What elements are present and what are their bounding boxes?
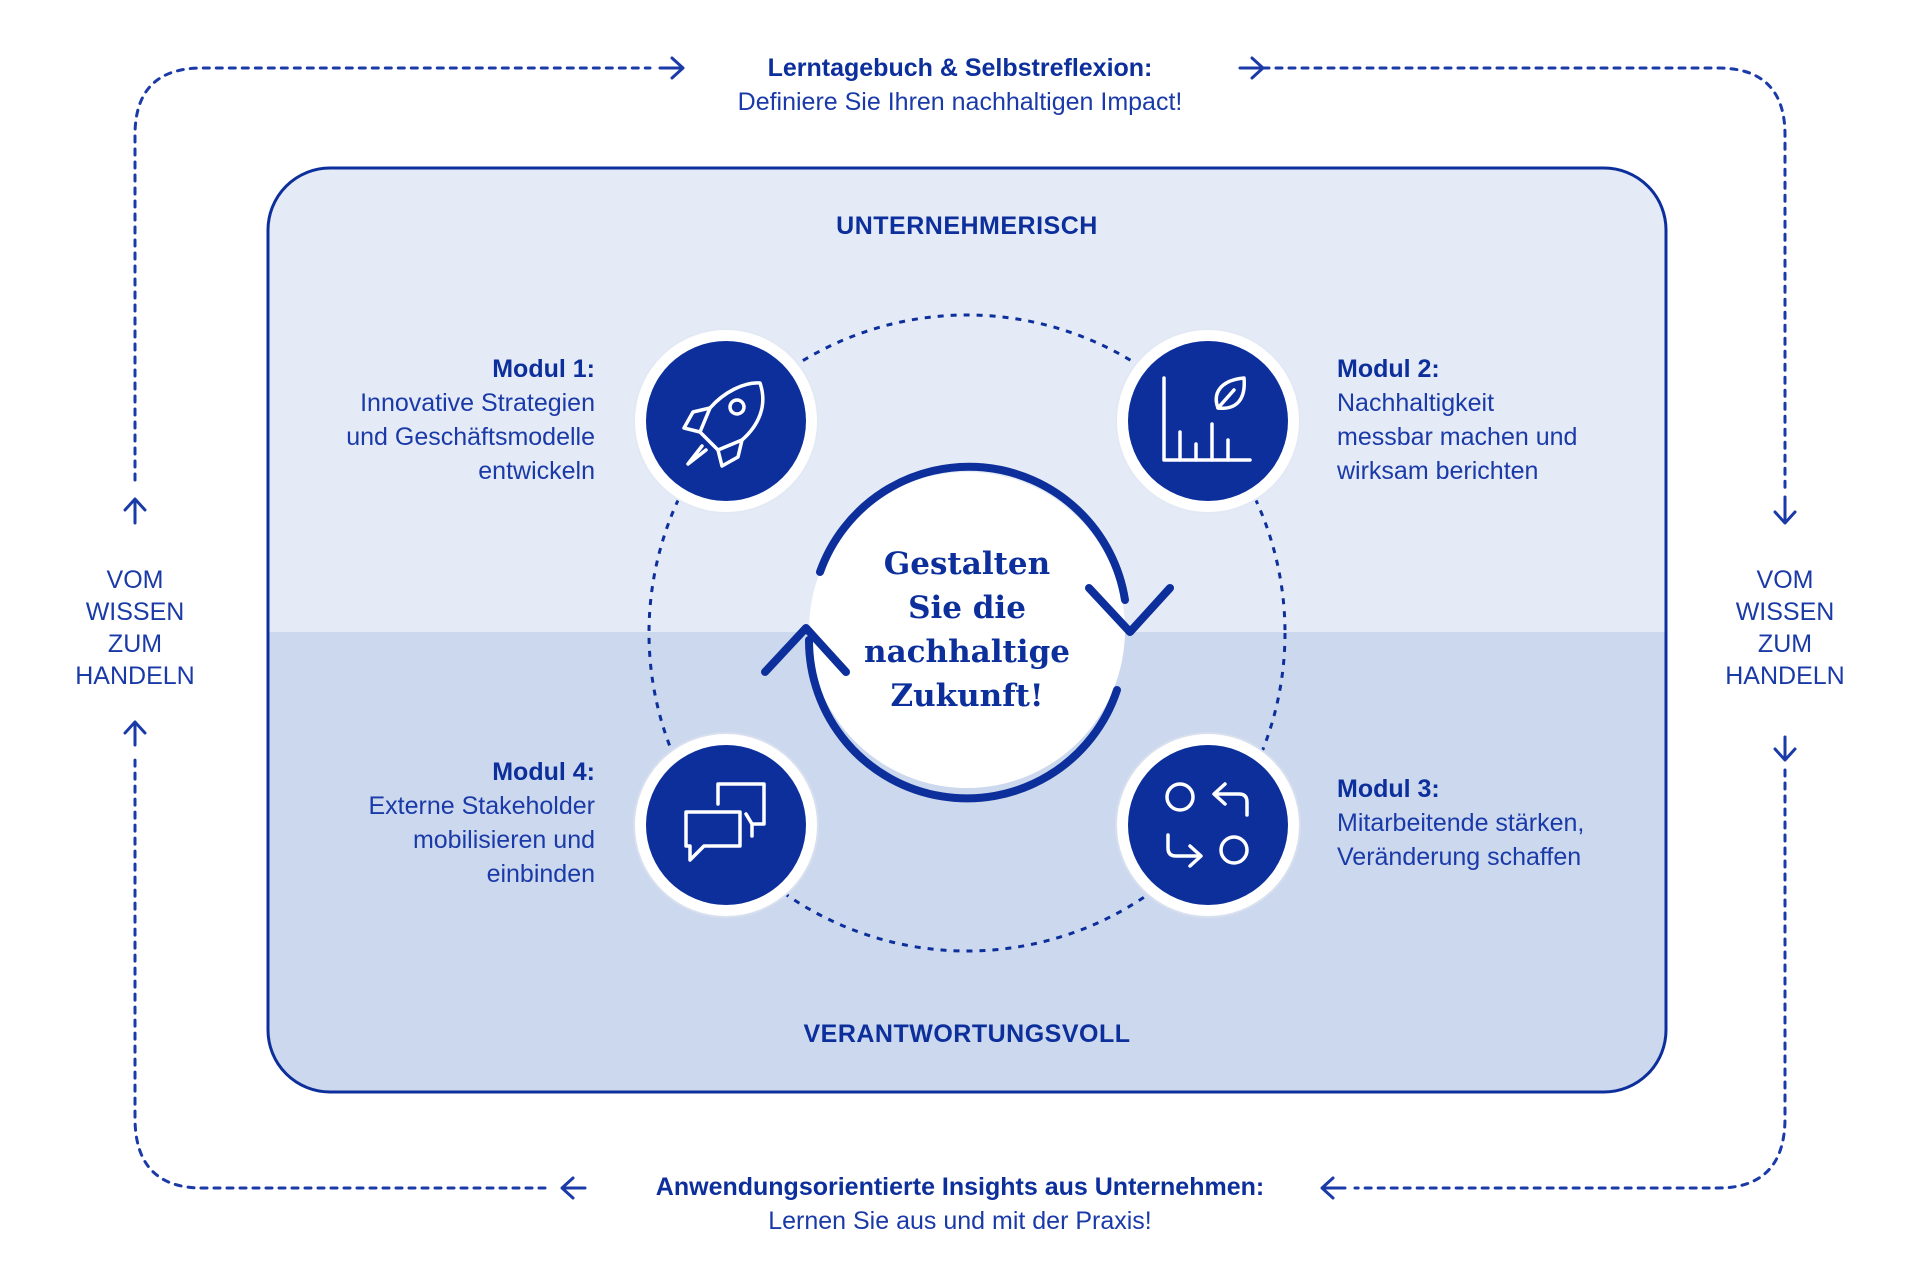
side-line: VOM: [106, 566, 164, 594]
module-desc-line: Mitarbeitende stärken,: [1337, 809, 1585, 837]
module-3-text: Modul 3: Mitarbeitende stärken, Veränder…: [1337, 772, 1657, 874]
exchange-icon: [1165, 782, 1249, 868]
panel-bottom-label: VERANTWORTUNGSVOLL: [803, 1020, 1131, 1048]
chart-leaf-icon: [1162, 376, 1252, 462]
module-4-node: [633, 732, 819, 918]
module-2-node: [1115, 328, 1301, 514]
side-line: HANDELN: [1725, 662, 1845, 690]
module-desc-line: Nachhaltigkeit: [1337, 389, 1495, 417]
bottom-flow-title: Anwendungsorientierte Insights aus Unter…: [655, 1173, 1265, 1201]
arrow-right-icon: [658, 56, 685, 80]
cycle-arrowhead-right: [1085, 584, 1174, 636]
module-desc-line: Externe Stakeholder: [368, 792, 595, 820]
arrow-left-icon: [1320, 1176, 1347, 1200]
outer-dashed-loop: [133, 66, 1787, 1190]
arrow-right-icon: [1238, 56, 1265, 80]
arrow-up-icon: [123, 720, 147, 747]
cycle-arrowhead-left: [761, 624, 850, 676]
side-line: ZUM: [107, 630, 163, 658]
side-line: VOM: [1756, 566, 1814, 594]
module-title: Modul 3:: [1337, 775, 1440, 803]
center-cycle: [761, 462, 1174, 803]
side-line: HANDELN: [75, 662, 195, 690]
module-desc-line: mobilisieren und: [412, 826, 595, 854]
left-side-label: VOM WISSEN ZUM HANDELN: [35, 564, 235, 692]
side-line: WISSEN: [1735, 598, 1835, 626]
center-line: Zukunft!: [890, 678, 1044, 714]
center-line: nachhaltige: [864, 634, 1070, 670]
arrow-down-icon: [1773, 495, 1797, 525]
module-title: Modul 2:: [1337, 355, 1440, 383]
rocket-icon: [682, 381, 765, 468]
outer-arrows: [123, 56, 1797, 1200]
module-desc-line: einbinden: [486, 860, 595, 888]
top-flow-title: Lerntagebuch & Selbstreflexion:: [767, 54, 1153, 82]
cycle-arc-bottom: [804, 636, 1121, 803]
module-desc-line: entwickeln: [478, 457, 595, 485]
arrow-up-icon: [123, 497, 147, 525]
arrow-down-icon: [1773, 735, 1797, 762]
right-side-label: VOM WISSEN ZUM HANDELN: [1685, 564, 1885, 692]
side-line: WISSEN: [85, 598, 185, 626]
top-flow-subtitle: Definiere Sie Ihren nachhaltigen Impact!: [737, 88, 1183, 116]
module-desc-line: messbar machen und: [1337, 423, 1578, 451]
module-2-text: Modul 2: Nachhaltigkeit messbar machen u…: [1337, 352, 1647, 488]
module-desc-line: und Geschäftsmodelle: [346, 423, 595, 451]
panel-top-label: UNTERNEHMERISCH: [836, 212, 1098, 240]
center-label: Gestalten Sie die nachhaltige Zukunft!: [847, 542, 1087, 718]
module-4-text: Modul 4: Externe Stakeholder mobilisiere…: [280, 755, 595, 891]
module-1-text: Modul 1: Innovative Strategien und Gesch…: [260, 352, 595, 488]
side-line: ZUM: [1757, 630, 1813, 658]
bottom-flow-subtitle: Lernen Sie aus und mit der Praxis!: [768, 1207, 1152, 1235]
module-1-node: [633, 328, 819, 514]
module-ring: [647, 313, 1287, 953]
module-desc-line: Innovative Strategien: [360, 389, 595, 417]
module-3-node: [1115, 732, 1301, 918]
cycle-arc-top: [816, 462, 1129, 604]
center-line: Gestalten: [883, 546, 1051, 582]
module-title: Modul 1:: [492, 355, 595, 383]
module-title: Modul 4:: [492, 758, 595, 786]
center-line: Sie die: [908, 590, 1026, 626]
module-desc-line: Veränderung schaffen: [1337, 843, 1582, 871]
arrow-left-icon: [560, 1176, 587, 1200]
module-desc-line: wirksam berichten: [1337, 457, 1539, 485]
chat-bubbles-icon: [684, 782, 766, 862]
